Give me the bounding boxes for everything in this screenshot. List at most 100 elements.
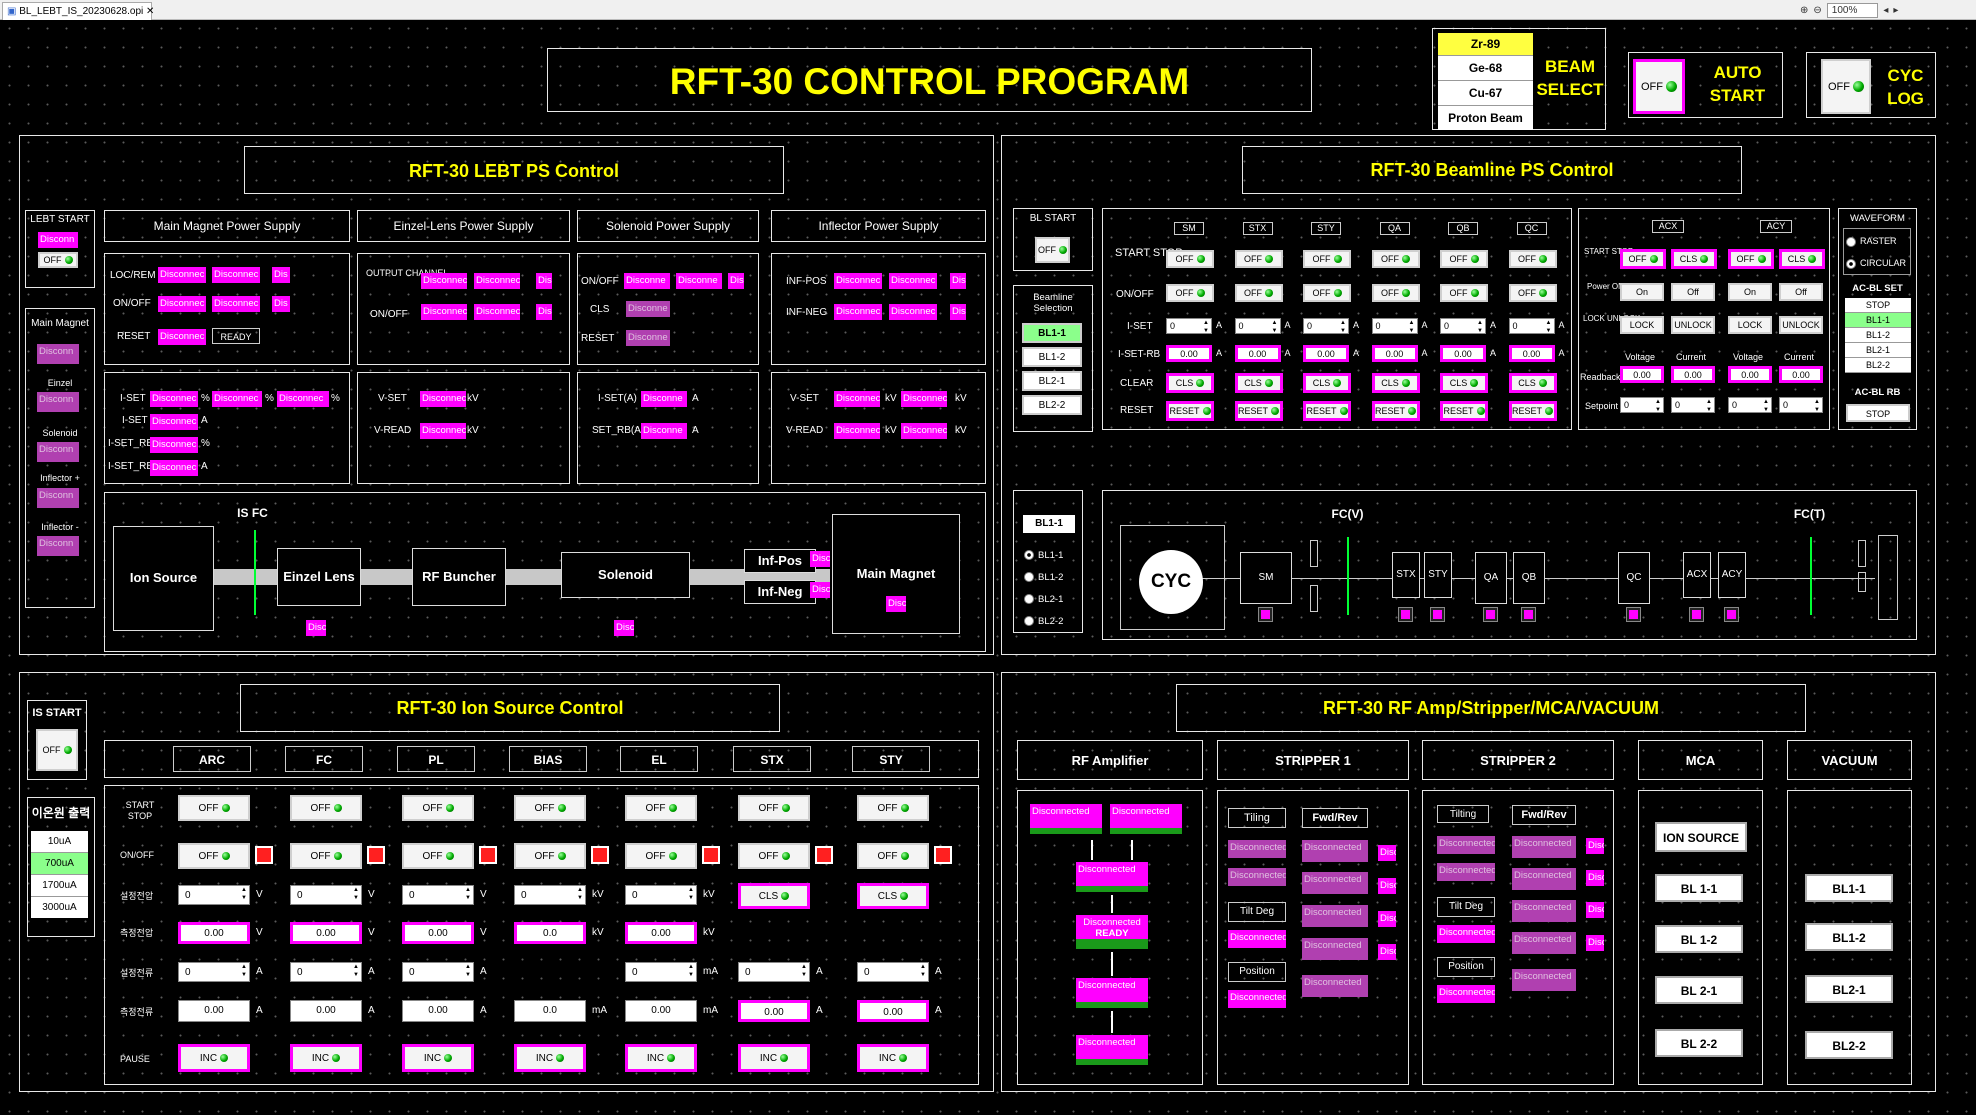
acbl-option[interactable]: BL2-2 — [1845, 358, 1911, 373]
bl-magnet-block[interactable]: STY — [1424, 552, 1452, 598]
bl-start-toggle[interactable]: OFF — [1234, 250, 1283, 268]
cyc-log-toggle[interactable]: OFF — [1821, 59, 1871, 114]
is-onoff-toggle[interactable]: OFF — [625, 843, 697, 869]
mm-ready-button[interactable]: READY — [212, 328, 260, 344]
is-cls-button[interactable]: CLS — [857, 883, 929, 909]
bl-select-2-2[interactable]: BL2-2 — [1022, 395, 1082, 415]
is-pause-button[interactable]: INC — [290, 1044, 362, 1072]
bl-select-2-1[interactable]: BL2-1 — [1022, 371, 1082, 391]
ac-unlock-button[interactable]: UNLOCK — [1779, 316, 1823, 334]
bl-onoff-toggle[interactable]: OFF — [1371, 284, 1420, 302]
bl-clear-button[interactable]: CLS — [1508, 373, 1557, 393]
bl-clear-button[interactable]: CLS — [1440, 373, 1488, 393]
ion-source-block[interactable]: Ion Source — [113, 526, 214, 631]
bl-iset-input[interactable]: 0 — [1440, 318, 1486, 334]
beam-option[interactable]: Zr-89 — [1438, 33, 1533, 56]
is-cls-button[interactable]: CLS — [738, 883, 810, 909]
waveform-circular-radio[interactable]: CIRCULAR — [1846, 258, 1906, 269]
bl-start-toggle[interactable]: OFF — [1440, 250, 1488, 268]
zoom-out-icon[interactable]: ⊖ — [1813, 4, 1822, 16]
beam-option[interactable]: Cu-67 — [1438, 81, 1533, 106]
bl-iset-input[interactable]: 0 — [1371, 318, 1418, 334]
bl-reset-button[interactable]: RESET — [1508, 401, 1557, 421]
bl-select-1-2[interactable]: BL1-2 — [1022, 347, 1082, 367]
bl-magnet-block[interactable]: ACY — [1718, 552, 1746, 598]
is-start-toggle[interactable]: OFF — [402, 795, 474, 821]
zoom-select[interactable]: 100% — [1826, 2, 1879, 18]
bl-magnet-block[interactable]: QB — [1513, 552, 1545, 604]
ac-current-setpoint[interactable]: 0 — [1779, 397, 1823, 413]
bl-diagram-radio[interactable]: BL1-1 — [1024, 550, 1063, 561]
editor-tab[interactable]: ▣ BL_LEBT_IS_20230628.opi ✕ — [2, 2, 154, 20]
bl-select-1-1[interactable]: BL1-1 — [1022, 323, 1082, 343]
is-onoff-toggle[interactable]: OFF — [178, 843, 250, 869]
ac-power-off-button[interactable]: Off — [1779, 283, 1823, 301]
is-start-toggle[interactable]: OFF — [514, 795, 586, 821]
bl-start-toggle[interactable]: OFF — [1035, 237, 1070, 263]
bl-start-toggle[interactable]: OFF — [1166, 250, 1214, 268]
is-set-voltage-input[interactable]: 0 — [290, 885, 362, 905]
ac-lock-button[interactable]: LOCK — [1620, 316, 1664, 334]
is-set-current-input[interactable]: 0 — [738, 962, 810, 982]
mca-ion-source-button[interactable]: ION SOURCE — [1655, 822, 1747, 852]
is-onoff-toggle[interactable]: OFF — [402, 843, 474, 869]
bl-onoff-toggle[interactable]: OFF — [1508, 284, 1557, 302]
rf-buncher-block[interactable]: RF Buncher — [412, 548, 506, 606]
lebt-start-toggle[interactable]: OFF — [38, 252, 78, 268]
zoom-in-icon[interactable]: ⊕ — [1800, 4, 1809, 16]
beam-option[interactable]: Proton Beam — [1448, 111, 1523, 125]
ac-start-button[interactable]: OFF — [1728, 249, 1774, 269]
bl-iset-input[interactable]: 0 — [1303, 318, 1349, 334]
is-set-current-input[interactable]: 0 — [402, 962, 474, 982]
bl-magnet-block[interactable]: QC — [1618, 552, 1650, 604]
is-set-voltage-input[interactable]: 0 — [402, 885, 474, 905]
bl-onoff-toggle[interactable]: OFF — [1440, 284, 1488, 302]
bl-diagram-radio[interactable]: BL2-1 — [1024, 594, 1063, 605]
is-set-current-input[interactable]: 0 — [290, 962, 362, 982]
cyc-circle[interactable]: CYC — [1139, 550, 1203, 614]
bl-magnet-block[interactable]: SM — [1240, 552, 1292, 604]
bl-start-toggle[interactable]: OFF — [1508, 250, 1557, 268]
is-output-option[interactable]: 10uA — [31, 831, 88, 853]
bl-onoff-toggle[interactable]: OFF — [1234, 284, 1283, 302]
vacuum-bl12-button[interactable]: BL1-2 — [1805, 923, 1893, 951]
is-start-toggle[interactable]: OFF — [290, 795, 362, 821]
is-start-toggle[interactable]: OFF — [625, 795, 697, 821]
is-onoff-toggle[interactable]: OFF — [514, 843, 586, 869]
bl-reset-button[interactable]: RESET — [1440, 401, 1488, 421]
ac-lock-button[interactable]: LOCK — [1728, 316, 1772, 334]
inf-neg-block[interactable]: Inf-Neg — [744, 580, 816, 604]
vacuum-bl22-button[interactable]: BL2-2 — [1805, 1031, 1893, 1059]
acbl-option[interactable]: BL2-1 — [1845, 343, 1911, 358]
main-magnet-block[interactable]: Main Magnet — [832, 514, 960, 634]
bl-clear-button[interactable]: CLS — [1234, 373, 1283, 393]
beam-option[interactable]: Ge-68 — [1438, 56, 1533, 81]
is-output-list[interactable]: 10uA 700uA 1700uA 3000uA — [31, 831, 88, 918]
vacuum-bl11-button[interactable]: BL1-1 — [1805, 874, 1893, 902]
is-start-toggle[interactable]: OFF — [857, 795, 929, 821]
bl-clear-button[interactable]: CLS — [1166, 373, 1214, 393]
is-pause-button[interactable]: INC — [625, 1044, 697, 1072]
acbl-option[interactable]: STOP — [1845, 298, 1911, 313]
ac-voltage-setpoint[interactable]: 0 — [1728, 397, 1772, 413]
mca-bl21-button[interactable]: BL 2-1 — [1655, 976, 1743, 1004]
waveform-raster-radio[interactable]: RASTER — [1846, 236, 1897, 247]
is-onoff-toggle[interactable]: OFF — [857, 843, 929, 869]
nav-forward-icon[interactable]: ▸ — [1893, 4, 1899, 16]
bl-onoff-toggle[interactable]: OFF — [1166, 284, 1214, 302]
is-set-voltage-input[interactable]: 0 — [178, 885, 250, 905]
beam-select-list[interactable]: Zr-89 Ge-68 Cu-67 Proton Beam — [1438, 33, 1533, 130]
is-pause-button[interactable]: INC — [402, 1044, 474, 1072]
vacuum-bl21-button[interactable]: BL2-1 — [1805, 975, 1893, 1003]
solenoid-block[interactable]: Solenoid — [561, 552, 690, 598]
mca-bl22-button[interactable]: BL 2-2 — [1655, 1029, 1743, 1057]
bl-iset-input[interactable]: 0 — [1166, 318, 1212, 334]
bl-reset-button[interactable]: RESET — [1166, 401, 1214, 421]
is-output-option[interactable]: 1700uA — [31, 875, 88, 897]
is-set-current-input[interactable]: 0 — [178, 962, 250, 982]
ac-power-on-button[interactable]: On — [1728, 283, 1772, 301]
is-pause-button[interactable]: INC — [178, 1044, 250, 1072]
bl-onoff-toggle[interactable]: OFF — [1303, 284, 1351, 302]
is-pause-button[interactable]: INC — [514, 1044, 586, 1072]
bl-magnet-block[interactable]: ACX — [1683, 552, 1711, 598]
